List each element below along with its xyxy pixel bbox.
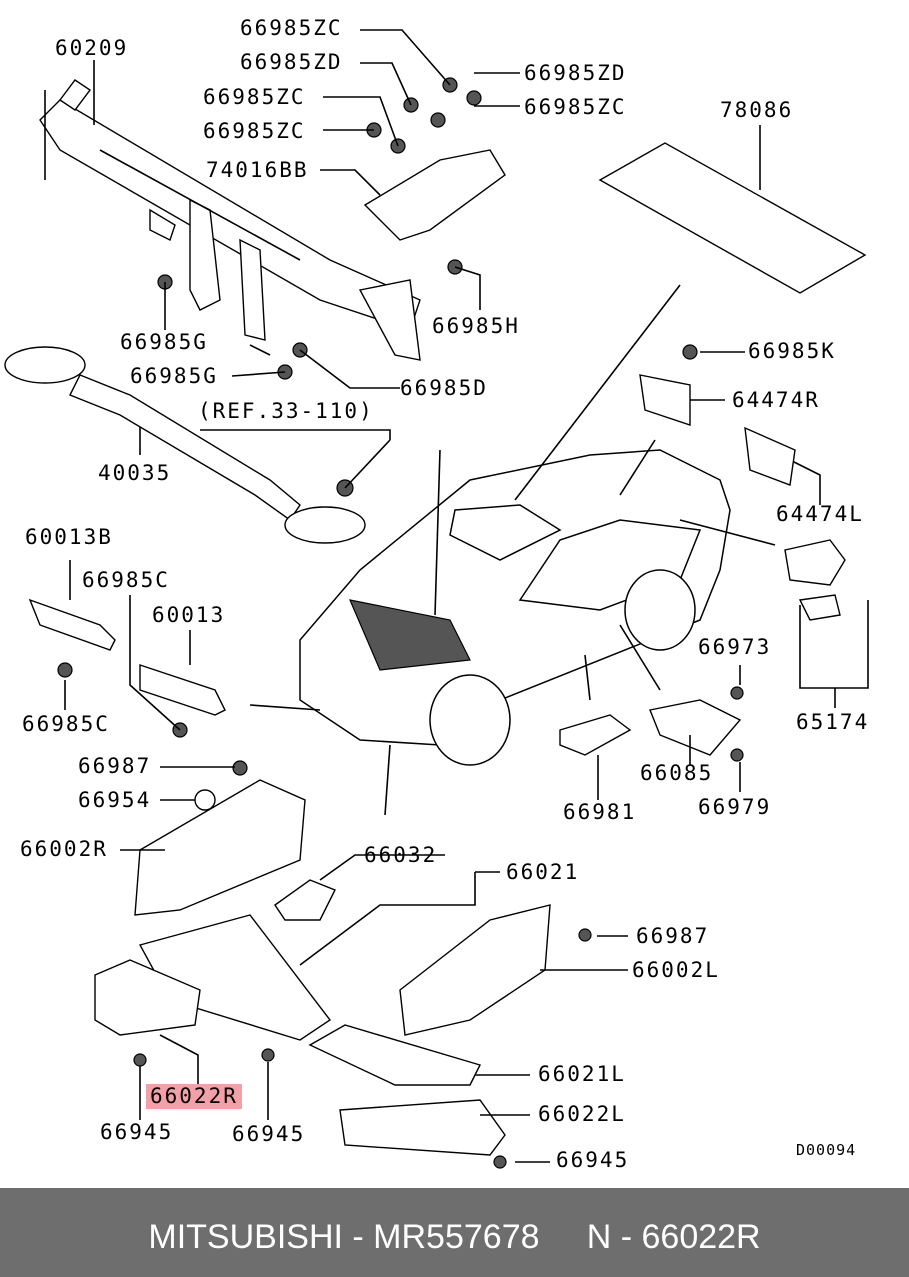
under-cover-66022l	[339, 1099, 506, 1156]
label-66985c-2: 66985C	[22, 712, 110, 736]
cover-66085	[649, 699, 742, 756]
label-66022l: 66022L	[538, 1102, 626, 1126]
label-66085: 66085	[640, 761, 714, 785]
footer-bar: MITSUBISHI - MR557678 N - 66022R	[0, 1188, 909, 1277]
bracket-74016bb	[363, 149, 506, 241]
label-66021l: 66021L	[538, 1062, 626, 1086]
label-66945-2: 66945	[232, 1122, 306, 1146]
parts-diagram: 60209 66985ZC 66985ZD 66985ZC 66985ZC 66…	[4, 16, 870, 1172]
label-66954: 66954	[78, 788, 152, 812]
leader-lines-top	[93, 29, 821, 505]
label-66002l: 66002L	[632, 958, 720, 982]
label-66945-1: 66945	[100, 1120, 174, 1144]
splash-shield-66002r	[134, 779, 306, 916]
under-cover-66021l	[308, 1024, 481, 1086]
bracket-66032	[274, 879, 336, 921]
plate-64474l	[744, 426, 796, 486]
label-66985g-2: 66985G	[130, 364, 218, 388]
label-64474l: 64474L	[776, 502, 864, 526]
label-40035: 40035	[98, 461, 172, 485]
label-65174: 65174	[796, 710, 870, 734]
label-66985d: 66985D	[400, 376, 488, 400]
label-66985g-1: 66985G	[120, 330, 208, 354]
splash-shield-66002l	[399, 904, 551, 1036]
pad-60013b	[28, 598, 116, 651]
cover-65174	[784, 539, 846, 586]
label-66985zc-2: 66985ZC	[203, 85, 306, 109]
label-60209: 60209	[55, 36, 129, 60]
under-cover-66022r	[94, 959, 201, 1036]
label-66987-2: 66987	[636, 924, 710, 948]
label-66945-3: 66945	[556, 1148, 630, 1172]
label-66985zd-1: 66985ZD	[240, 50, 343, 74]
label-66981: 66981	[563, 800, 637, 824]
crossmember-beam	[39, 79, 421, 361]
label-66979: 66979	[698, 795, 772, 819]
label-66022r-highlighted: 66022R	[146, 1084, 242, 1109]
label-66973: 66973	[698, 635, 772, 659]
box-66981	[559, 714, 632, 756]
panel-78086	[598, 142, 867, 294]
label-78086: 78086	[720, 98, 794, 122]
label-66985c-1: 66985C	[82, 568, 170, 592]
label-ref: (REF.33-110)	[198, 399, 374, 423]
label-60013b: 60013B	[25, 525, 113, 549]
label-66985zc-1: 66985ZC	[240, 16, 343, 40]
label-66985zd-2: 66985ZD	[524, 61, 627, 85]
arrows	[249, 284, 776, 816]
bracket-65174	[798, 594, 841, 621]
label-66985zc-3: 66985ZC	[203, 119, 306, 143]
label-66985zc-4: 66985ZC	[524, 95, 627, 119]
footer-text: MITSUBISHI - MR557678 N - 66022R	[148, 1218, 761, 1256]
label-64474r: 64474R	[732, 388, 820, 412]
label-66987-1: 66987	[78, 754, 152, 778]
label-66032: 66032	[364, 843, 438, 867]
label-66985k: 66985K	[748, 339, 836, 363]
pad-60013	[139, 664, 226, 716]
parts-diagram-drawing	[4, 29, 869, 1169]
diagram-code: D00094	[796, 1141, 857, 1159]
leader-lines-bottom	[64, 560, 869, 1163]
label-66985h: 66985H	[432, 314, 520, 338]
label-66002r: 66002R	[20, 837, 108, 861]
label-74016bb: 74016BB	[206, 158, 309, 182]
car-body	[299, 449, 731, 766]
strut-bar-40035	[4, 346, 366, 544]
plate-64474r	[639, 374, 691, 426]
label-66021: 66021	[506, 860, 580, 884]
label-60013: 60013	[152, 603, 226, 627]
